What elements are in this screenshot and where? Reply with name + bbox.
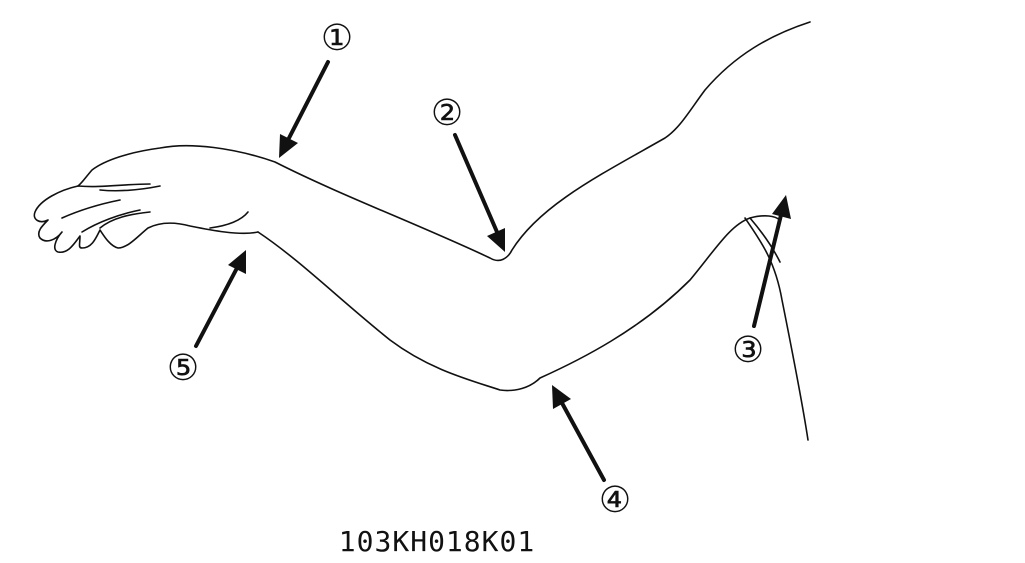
callout-label-5: ⑤ — [167, 348, 199, 389]
arrow-3 — [752, 213, 783, 328]
finger-creases — [61, 183, 161, 233]
callout-label-4: ④ — [599, 480, 631, 521]
arrow-2-head — [487, 228, 505, 252]
hand-fingers — [33, 185, 259, 254]
arrow-2 — [453, 133, 499, 234]
callout-labels: ① ② ③ ④ ⑤ — [167, 18, 764, 521]
torso-side — [744, 217, 809, 441]
wrist-crease — [209, 211, 249, 229]
arm-upper-contour — [77, 21, 811, 262]
arrow-5 — [194, 266, 239, 348]
arrow-4-head — [552, 385, 571, 409]
callout-arrows — [194, 60, 791, 482]
callout-label-3: ③ — [732, 330, 764, 371]
armpit-fold — [749, 217, 781, 263]
arrow-5-head — [228, 250, 246, 274]
callout-label-1: ① — [321, 18, 353, 59]
arrow-1 — [286, 60, 330, 142]
callout-label-2: ② — [431, 93, 463, 134]
figure-id: 103KH018K01 — [339, 525, 535, 558]
arrow-3-head — [772, 195, 791, 219]
arm-lower-contour — [257, 215, 781, 392]
arrow-4 — [560, 401, 606, 482]
arrow-1-head — [279, 134, 298, 158]
arm-outline — [33, 21, 811, 441]
